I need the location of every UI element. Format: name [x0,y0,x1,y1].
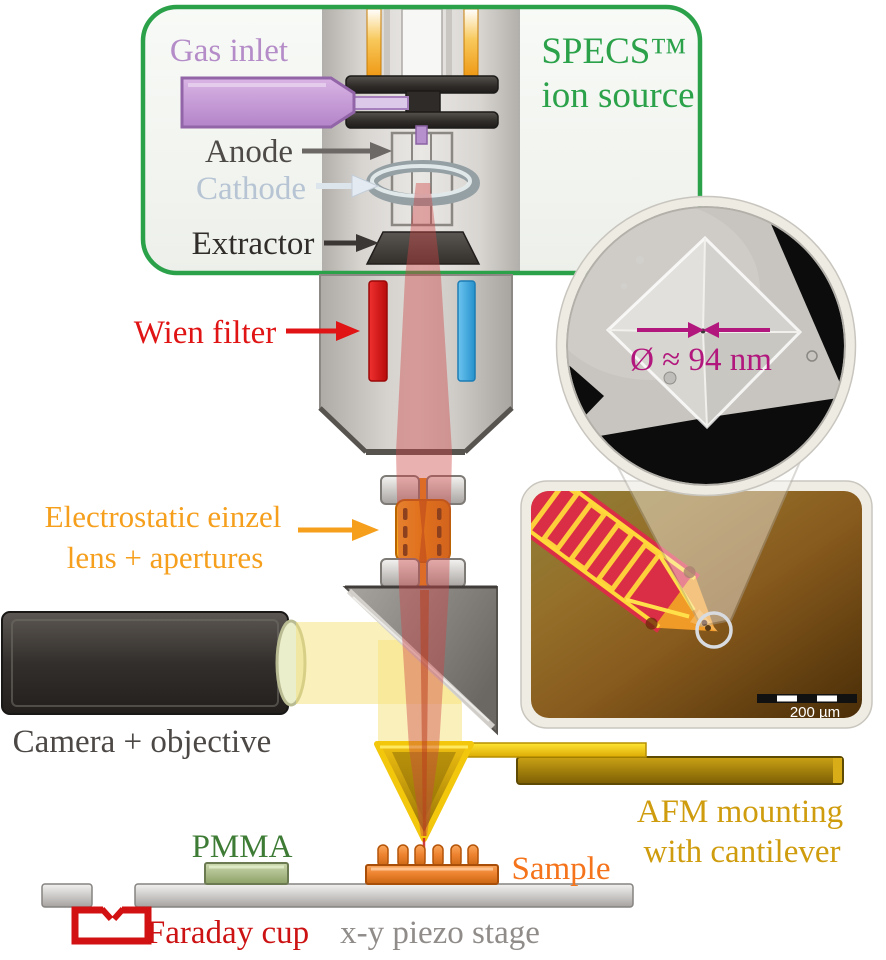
label-cathode: Cathode [196,171,306,207]
electrode-rod-left [366,8,382,79]
wien-electrode-blue [457,280,476,382]
sample-nanostructures [377,844,479,868]
pyramid-tip-top-view [605,235,803,430]
extractor-electrode [365,231,481,265]
labels: Gas inlet SPECS™ ion source Anode Cathod… [13,31,843,951]
pmma-slab [204,862,289,885]
optical-inset: 200 µm [520,446,873,729]
annotation-arrows [286,142,392,541]
tip-highlight-circle [695,611,733,649]
label-extractor: Extractor [192,226,315,262]
label-einzel-line2: lens + apertures [67,540,264,575]
cathode-arrow [316,174,380,198]
label-scale-bar: 200 µm [790,704,840,721]
anode-cage [390,125,454,227]
label-specs-line2: ion source [541,75,694,116]
source-flanges [345,75,499,129]
diameter-annotation: Ø ≈ 94 nm [630,322,772,378]
faraday-cup [71,906,152,945]
label-wien-filter: Wien filter [134,315,277,351]
wien-filter-arrow [286,321,360,341]
label-pmma: PMMA [192,829,293,865]
extractor-arrow [324,234,379,252]
gas-feed-pin [415,125,428,145]
label-camera: Camera + objective [13,724,272,760]
einzel-lens [380,475,466,588]
label-einzel-line1: Electrostatic einzel [45,499,282,534]
afm-mounting-bar [516,756,844,785]
gas-inlet-tank [180,76,409,129]
ion-source-box-border [140,4,703,276]
sem-inset-rim [557,197,855,495]
wien-filter-column [318,274,514,455]
gas-inlet-tube [353,96,409,110]
camera-body [1,611,289,715]
label-faraday-cup: Faraday cup [147,915,309,951]
ion-beam [396,183,452,852]
sem-inset: Ø ≈ 94 nm [555,195,857,497]
label-gas-inlet: Gas inlet [170,33,288,69]
label-piezo-stage: x-y piezo stage [340,915,540,951]
anode-arrow [302,142,392,160]
label-sample: Sample [512,851,611,887]
ion-source-box [140,4,703,276]
einzel-lens-arrow [298,519,379,541]
wien-electrode-red [368,280,388,382]
label-anode: Anode [205,134,293,170]
electrode-rod-right [463,8,479,79]
label-diameter: Ø ≈ 94 nm [630,342,772,378]
aperture-slits [403,508,442,556]
label-afm-line1: AFM mounting [637,794,843,830]
afm-mounting-assembly [463,742,844,785]
center-tube [401,8,443,79]
sample [365,844,499,885]
cantilever-photo [531,491,718,633]
afm-cantilever-beam [463,742,647,758]
scale-bar: 200 µm [757,694,857,721]
label-afm-line2: with cantilever [643,834,840,870]
camera-objective [1,611,307,715]
label-specs-line1: SPECS™ [541,31,686,72]
